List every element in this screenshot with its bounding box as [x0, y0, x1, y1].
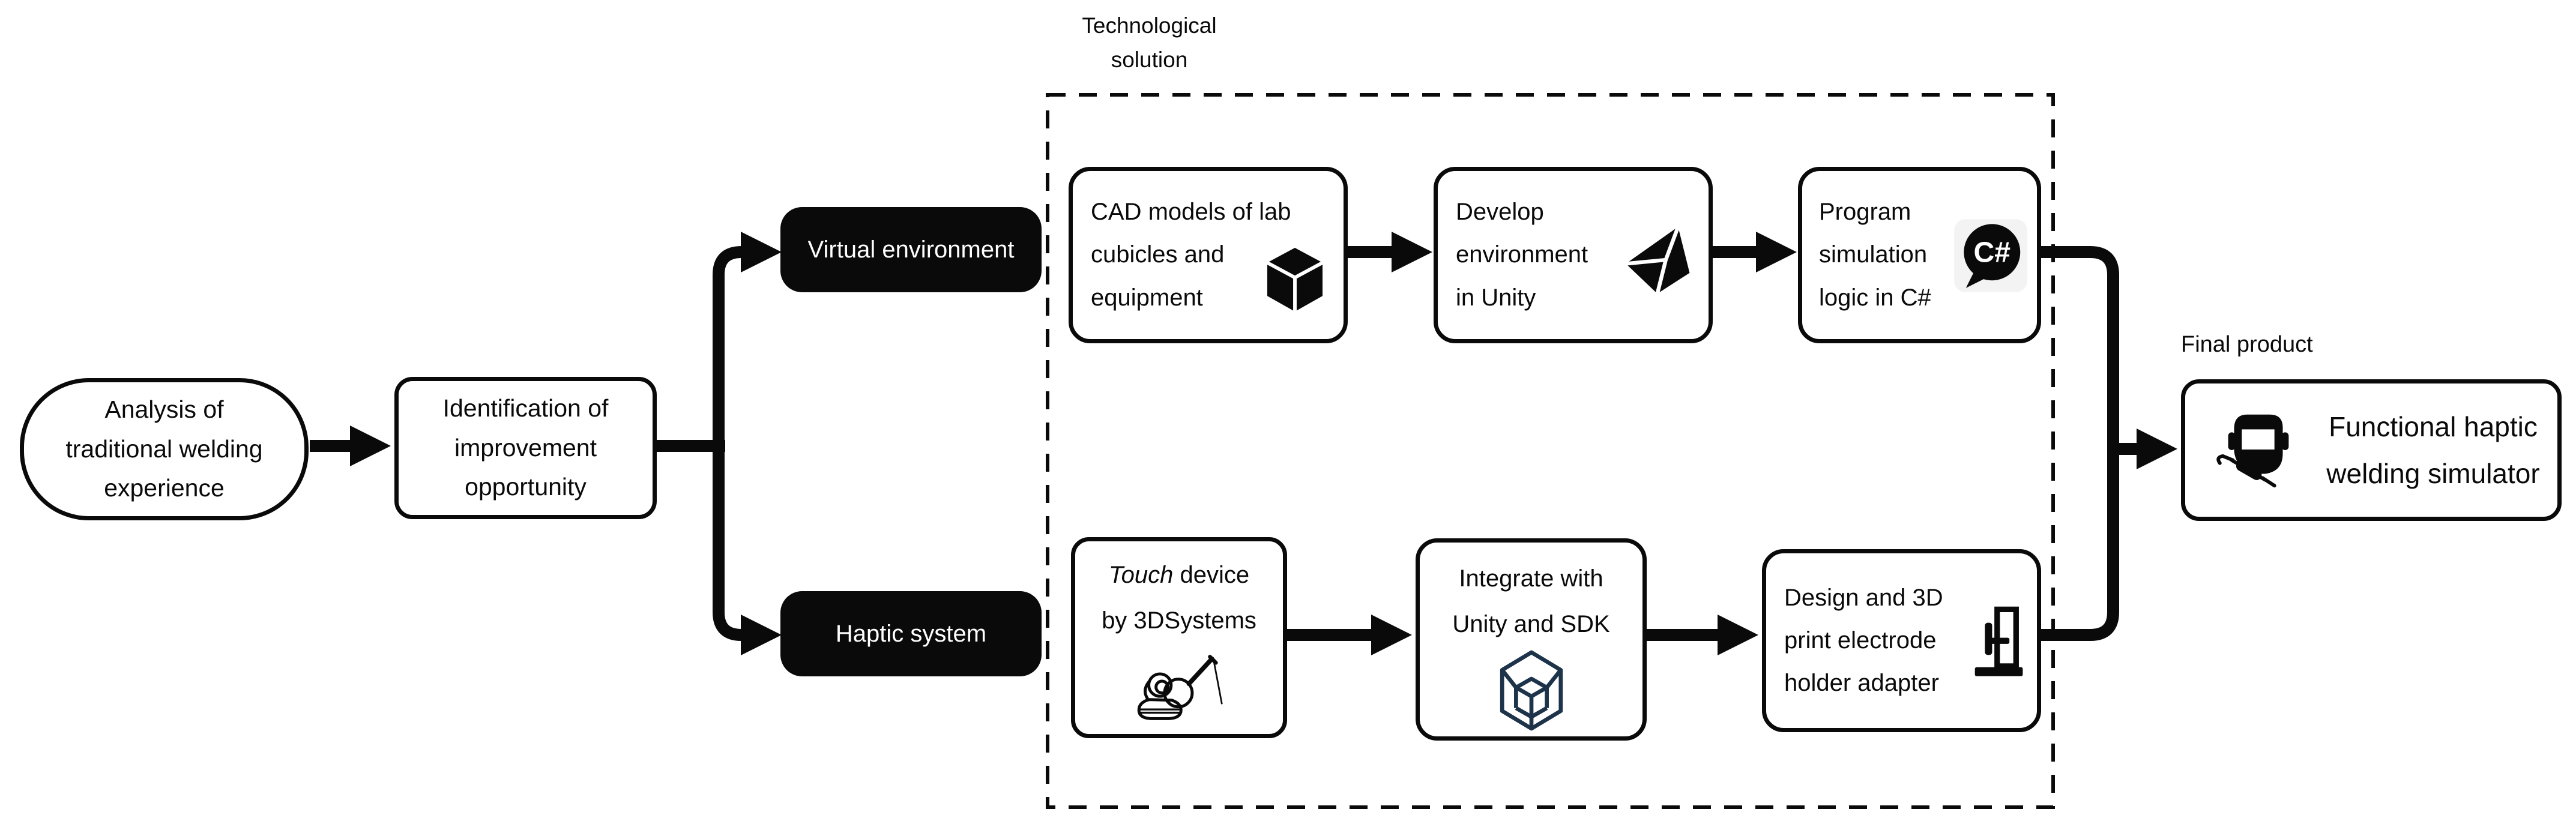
node-final-product-text: Functional haptic welding simulator [2326, 410, 2540, 489]
final-product-label: Final product [2181, 332, 2313, 357]
printer-icon [1974, 606, 2023, 676]
node-program-csharp-label: Program simulation logic in C# [1819, 199, 1931, 311]
technological-solution-label: Technological solution [1082, 13, 1217, 73]
node-final-product: Functional haptic welding simulator [2181, 379, 2562, 521]
node-design-3d-print-label: Design and 3D print electrode holder ada… [1784, 584, 1943, 697]
node-integrate-sdk-label: Integrate with Unity and SDK [1452, 565, 1610, 637]
node-touch-device: Touch device by 3DSystems [1071, 537, 1287, 738]
unity-icon [1625, 226, 1690, 295]
node-design-3d-print: Design and 3D print electrode holder ada… [1762, 549, 2041, 732]
arrow-branch-to-haptic-system [713, 441, 782, 656]
csharp-bubble [1964, 224, 2021, 281]
sdk-cube-strokes [1500, 650, 1563, 731]
connector-program-to-merge [2041, 246, 2119, 454]
node-haptic-system: Haptic system [780, 591, 1042, 676]
welding-torch [2216, 454, 2276, 488]
csharp-bubble-tail [1965, 272, 1985, 288]
node-identification-label: Identification of improvement opportunit… [442, 394, 609, 501]
printer-parts [1974, 606, 2023, 676]
node-analysis-label: Analysis of traditional welding experien… [65, 395, 263, 502]
arrow-branch-to-virtual-environment [713, 231, 782, 451]
node-virtual-environment-label: Virtual environment [807, 236, 1015, 263]
connector-group [310, 231, 2177, 656]
welding-helmet-icon [2216, 414, 2289, 488]
technological-solution-boundary [1046, 93, 2055, 809]
node-cad-models-label: CAD models of lab cubicles and equipment [1091, 199, 1291, 311]
node-develop-unity: Develop environment in Unity [1434, 167, 1713, 343]
haptic-stylus-strokes [1137, 655, 1223, 720]
connector-design-to-merge [2041, 444, 2119, 641]
node-virtual-environment: Virtual environment [780, 207, 1042, 292]
sdk-package-cube-icon [1500, 650, 1563, 731]
node-identification: Identification of improvement opportunit… [394, 377, 657, 519]
csharp-icon: C# [1954, 219, 2027, 292]
cube-edges [1266, 261, 1324, 312]
node-develop-unity-label: Develop environment in Unity [1456, 199, 1588, 311]
node-haptic-system-label: Haptic system [835, 620, 987, 647]
node-cad-models: CAD models of lab cubicles and equipment [1069, 167, 1348, 343]
unity-edges [1625, 226, 1680, 295]
welding-helmet-parts [2228, 414, 2289, 474]
touch-rest: device by 3DSystems [1102, 562, 1256, 634]
node-program-csharp: Program simulation logic in C# C# [1798, 167, 2041, 343]
node-analysis: Analysis of traditional welding experien… [20, 378, 309, 520]
touch-word-italic: Touch [1108, 562, 1174, 588]
cube-icon [1266, 247, 1324, 312]
haptic-stylus-icon [1137, 655, 1223, 720]
node-touch-device-label: Touch device by 3DSystems [1102, 552, 1256, 643]
node-integrate-sdk: Integrate with Unity and SDK [1416, 538, 1647, 741]
csharp-badge-text: C# [1974, 236, 2010, 268]
